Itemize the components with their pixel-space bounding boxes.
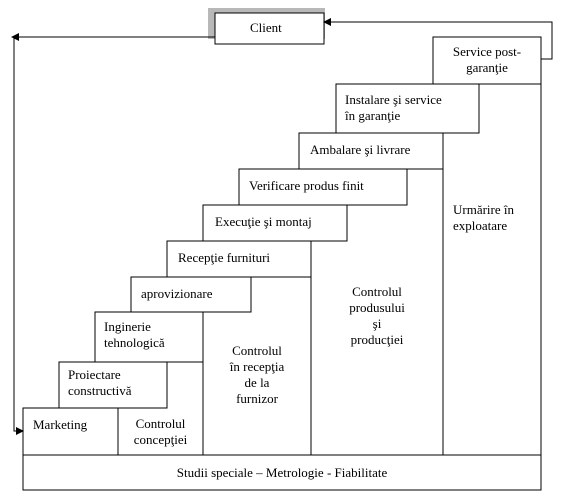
- step-verificare: Verificare produs finit: [249, 178, 364, 193]
- step-marketing: Marketing: [33, 417, 88, 432]
- control-receptie-line4: furnizor: [236, 391, 278, 406]
- step-service-post-line1: Service post-: [452, 44, 522, 59]
- control-urmarire-line1: Urmărire în: [453, 202, 515, 217]
- control-produs-line1: Controlul: [352, 284, 402, 299]
- footer-box: [22, 454, 542, 491]
- control-produs-line4: producţiei: [350, 332, 404, 347]
- control-conceptie: Controlul concepţiei: [118, 416, 203, 448]
- step-receptie-furnituri: Recepţie furnituri: [178, 250, 271, 265]
- control-receptie-line3: de la: [244, 375, 270, 390]
- client-label: Client: [250, 20, 282, 35]
- control-conceptie-line1: Controlul: [135, 416, 186, 431]
- box-proiectare: [58, 361, 168, 409]
- box-verificare: [238, 168, 408, 206]
- step-proiectare-line2: constructivă: [68, 383, 132, 398]
- step-proiectare-line1: Proiectare: [68, 367, 121, 382]
- step-service-post-line2: garanţie: [466, 60, 508, 75]
- arrow-to-client: [323, 18, 553, 60]
- step-instalare-line2: în garanţie: [345, 108, 401, 123]
- box-executie: [202, 204, 348, 242]
- footer-label: Studii speciale – Metrologie - Fiabilita…: [176, 465, 388, 480]
- step-inginerie: Inginerie tehnologică: [104, 319, 165, 351]
- step-instalare-line1: Instalare şi service: [345, 92, 442, 107]
- box-inginerie: [94, 311, 204, 363]
- control-urmarire: Urmărire în exploatare: [453, 202, 514, 234]
- step-executie: Execuţie şi montaj: [215, 214, 312, 229]
- arrow-to-marketing: [13, 37, 24, 435]
- box-service-post: [432, 36, 542, 85]
- step-proiectare: Proiectare constructivă: [68, 367, 132, 399]
- step-instalare: Instalare şi service în garanţie: [345, 92, 442, 124]
- step-ambalare: Ambalare şi livrare: [310, 142, 411, 157]
- control-receptie-line1: Controlul: [232, 343, 282, 358]
- step-service-post: Service post- garanţie: [433, 44, 541, 76]
- step-aprovizionare: aprovizionare: [141, 286, 213, 301]
- step-inginerie-line2: tehnologică: [104, 335, 165, 350]
- box-instalare: [335, 83, 480, 134]
- control-produs: Controlul produsului şi producţiei: [311, 284, 443, 348]
- control-produs-line3: şi: [372, 316, 382, 331]
- control-receptie-line2: în recepţia: [229, 359, 285, 374]
- box-marketing: [22, 407, 119, 456]
- client-box: [214, 12, 325, 45]
- control-urmarire-line2: exploatare: [453, 218, 508, 233]
- box-receptie-furnituri: [166, 240, 312, 278]
- control-produs-line2: produsului: [349, 300, 405, 315]
- box-aprovizionare: [130, 276, 252, 313]
- step-inginerie-line1: Inginerie: [104, 319, 151, 334]
- control-conceptie-line2: concepţiei: [133, 432, 188, 447]
- control-receptie: Controlul în recepţia de la furnizor: [203, 343, 311, 407]
